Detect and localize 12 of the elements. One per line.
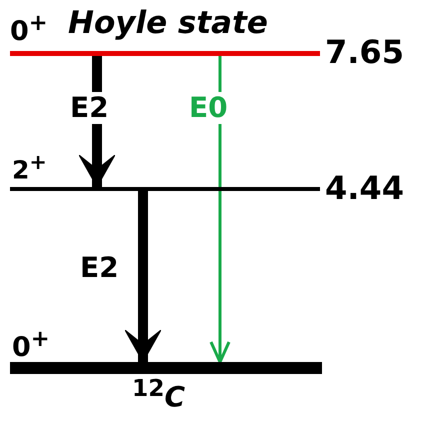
state-name: Hoyle state: [68, 8, 268, 39]
energy-level: [10, 8, 320, 56]
nucleus-label: $^{12}$C: [132, 377, 186, 412]
spin-parity-label: 0$^{+}$: [10, 12, 48, 45]
transition-arrow: [210, 56, 230, 364]
edge-label: E2: [70, 92, 109, 124]
transition-arrow: [124, 191, 162, 362]
spin-parity-label: 2$^{+}$: [12, 152, 47, 182]
energy-value: 7.65: [325, 36, 404, 68]
spin-parity-label: 0$^{+}$: [12, 328, 50, 361]
edge-label: E0: [189, 92, 228, 124]
energy-value: 4.44: [325, 172, 404, 204]
